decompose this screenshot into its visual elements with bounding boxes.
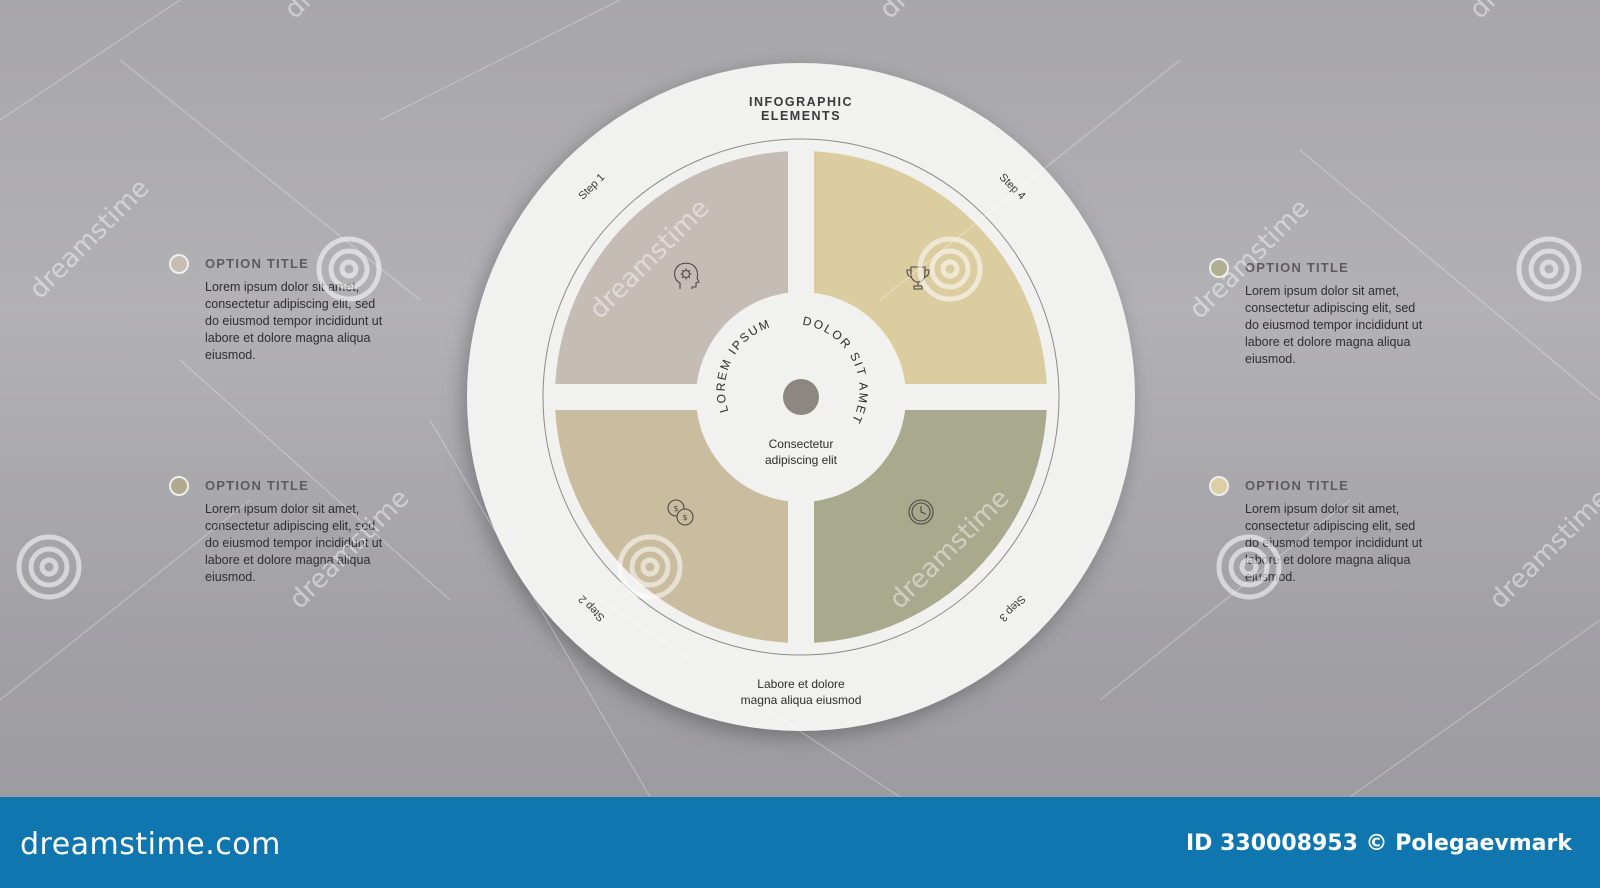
option-body: Lorem ipsum dolor sit amet, consectetur … bbox=[205, 279, 415, 364]
option-body-line: do eiusmod tempor incididunt ut bbox=[1245, 536, 1423, 550]
header-line-1: INFOGRAPHIC bbox=[749, 95, 853, 109]
option-body-line: consectetur adipiscing elit, sed bbox=[205, 297, 376, 311]
inner-ring bbox=[542, 138, 1060, 656]
option-body-line: consectetur adipiscing elit, sed bbox=[205, 519, 376, 533]
option-card-top-right: OPTION TITLE Lorem ipsum dolor sit amet,… bbox=[1209, 258, 1475, 368]
footer-credit: ID 330008953 © Polegaevmark bbox=[1186, 831, 1572, 856]
center-dot bbox=[783, 379, 819, 415]
option-card-bottom-right: OPTION TITLE Lorem ipsum dolor sit amet,… bbox=[1209, 476, 1475, 586]
option-body-line: Lorem ipsum dolor sit amet, bbox=[205, 280, 360, 294]
option-body-line: do eiusmod tempor incididunt ut bbox=[205, 536, 383, 550]
option-body-line: Lorem ipsum dolor sit amet, bbox=[1245, 284, 1400, 298]
option-title: OPTION TITLE bbox=[205, 478, 309, 493]
segment-step-3[interactable] bbox=[814, 410, 1047, 643]
option-bullet bbox=[169, 254, 189, 274]
bottom-caption-line-2: magna aliqua eiusmod bbox=[741, 693, 862, 707]
option-title: OPTION TITLE bbox=[1245, 260, 1349, 275]
option-bullet bbox=[169, 476, 189, 496]
option-bullet bbox=[1209, 476, 1229, 496]
footer-brand: dreamstime.com bbox=[20, 827, 281, 862]
option-body-line: labore et dolore magna aliqua bbox=[205, 331, 371, 345]
option-body-line: do eiusmod tempor incididunt ut bbox=[205, 314, 383, 328]
option-body-line: labore et dolore magna aliqua bbox=[205, 553, 371, 567]
option-body-line: Lorem ipsum dolor sit amet, bbox=[1245, 502, 1400, 516]
option-title: OPTION TITLE bbox=[1245, 478, 1349, 493]
option-body-line: labore et dolore magna aliqua bbox=[1245, 335, 1411, 349]
option-card-bottom-left: OPTION TITLE Lorem ipsum dolor sit amet,… bbox=[169, 476, 435, 586]
watermark-footer-bar: dreamstime.com ID 330008953 © Polegaevma… bbox=[0, 797, 1600, 888]
option-body-line: eiusmod. bbox=[1245, 570, 1296, 584]
option-body-line: do eiusmod tempor incididunt ut bbox=[1245, 318, 1423, 332]
circular-diagram: INFOGRAPHIC ELEMENTS LOREM IPSUM DOLOR S… bbox=[467, 63, 1135, 731]
header-line-2: ELEMENTS bbox=[761, 109, 841, 123]
option-body-line: labore et dolore magna aliqua bbox=[1245, 553, 1411, 567]
option-body-line: eiusmod. bbox=[205, 348, 256, 362]
center-caption-line-1: Consectetur bbox=[769, 437, 834, 451]
option-body: Lorem ipsum dolor sit amet, consectetur … bbox=[205, 501, 415, 586]
svg-text:$: $ bbox=[682, 513, 687, 522]
infographic-canvas: INFOGRAPHIC ELEMENTS LOREM IPSUM DOLOR S… bbox=[169, 63, 1475, 731]
option-bullet bbox=[1209, 258, 1229, 278]
option-body: Lorem ipsum dolor sit amet, consectetur … bbox=[1245, 283, 1455, 368]
svg-text:$: $ bbox=[673, 504, 678, 513]
bottom-caption-line-1: Labore et dolore bbox=[757, 677, 845, 691]
option-body-line: Lorem ipsum dolor sit amet, bbox=[205, 502, 360, 516]
segment-step-2[interactable] bbox=[555, 410, 788, 643]
option-body: Lorem ipsum dolor sit amet, consectetur … bbox=[1245, 501, 1455, 586]
option-body-line: consectetur adipiscing elit, sed bbox=[1245, 301, 1416, 315]
coins-icon: $ $ bbox=[667, 499, 694, 526]
option-title: OPTION TITLE bbox=[205, 256, 309, 271]
head-gear-icon bbox=[674, 262, 700, 289]
option-body-line: consectetur adipiscing elit, sed bbox=[1245, 519, 1416, 533]
option-body-line: eiusmod. bbox=[205, 570, 256, 584]
option-card-top-left: OPTION TITLE Lorem ipsum dolor sit amet,… bbox=[169, 254, 435, 364]
clock-icon bbox=[908, 499, 934, 525]
center-caption-line-2: adipiscing elit bbox=[765, 453, 838, 467]
segment-step-1[interactable] bbox=[555, 151, 788, 384]
option-body-line: eiusmod. bbox=[1245, 352, 1296, 366]
